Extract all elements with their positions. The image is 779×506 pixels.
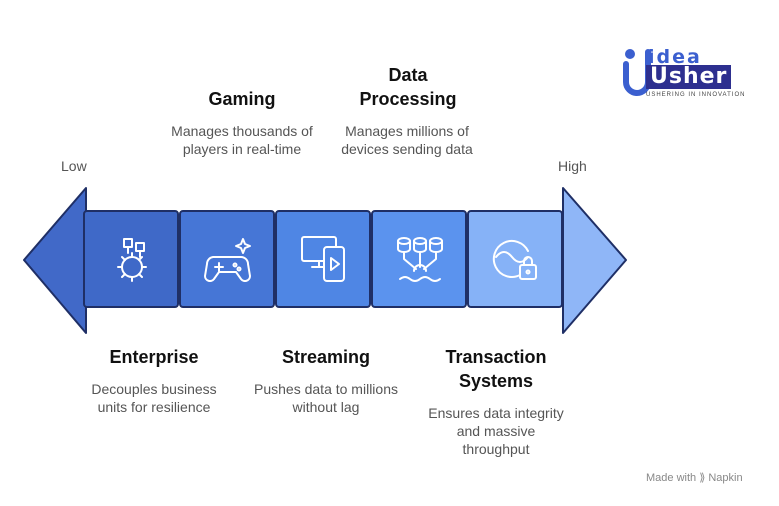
- idea-usher-logo: idea Usher USHERING IN INNOVATION: [622, 46, 762, 102]
- logo-line2: Usher: [646, 65, 732, 89]
- streaming-title: Streaming: [281, 347, 371, 367]
- high-label: High: [558, 158, 587, 174]
- devices-play-icon: [301, 236, 345, 282]
- logo-tagline: USHERING IN INNOVATION: [646, 92, 746, 98]
- org-gear-icon: [117, 238, 147, 282]
- right-arrowhead: [562, 187, 627, 334]
- transaction-systems-title: Transaction Systems: [445, 347, 547, 391]
- left-arrowhead: [23, 187, 87, 334]
- secure-exchange-icon: [492, 239, 537, 280]
- segment-enterprise: [83, 210, 179, 308]
- made-with-napkin: Made with ⟫ Napkin: [646, 472, 743, 484]
- transaction-systems-description: Ensures data integrity and massive throu…: [428, 405, 564, 457]
- enterprise-title: Enterprise: [109, 347, 199, 367]
- data-processing-title: Data Processing: [359, 65, 457, 109]
- enterprise-description: Decouples business units for resilience: [91, 381, 217, 415]
- database-network-icon: [397, 237, 443, 282]
- gaming-title: Gaming: [208, 89, 276, 109]
- data-processing-description: Manages millions of devices sending data: [341, 123, 473, 157]
- segment-gaming: [179, 210, 275, 308]
- streaming-description: Pushes data to millions without lag: [254, 381, 398, 415]
- logo-line1: idea: [648, 46, 702, 68]
- low-label: Low: [61, 158, 87, 174]
- gamepad-icon: [204, 238, 251, 282]
- gaming-description: Manages thousands of players in real-tim…: [171, 123, 313, 157]
